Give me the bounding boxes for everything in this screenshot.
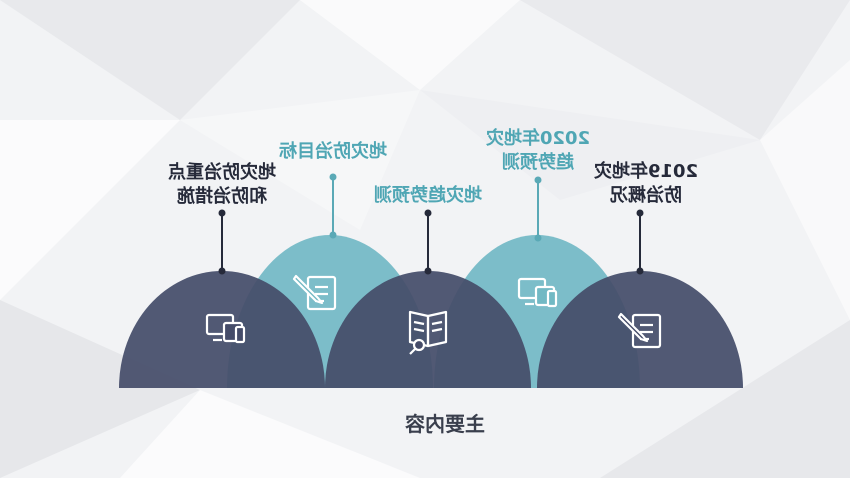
item-label-4-line1: 2020年地灾 — [485, 128, 591, 149]
semicircle-1 — [119, 271, 325, 388]
item-label-3-line1: 地灾趋势预测 — [374, 185, 482, 206]
connector-5 — [636, 209, 644, 275]
connector-4 — [534, 176, 542, 242]
item-label-1-line1: 地灾防治重点 — [168, 162, 276, 183]
item-label-4-line2: 趋势预测 — [502, 152, 574, 173]
item-label-3: 地灾趋势预测 — [362, 184, 494, 208]
item-label-5-line1: 2019年地灾 — [593, 161, 699, 182]
item-label-1: 地灾防治重点 和防治措施 — [154, 161, 290, 209]
semicircle-5 — [537, 271, 743, 388]
connector-1 — [218, 209, 226, 275]
edit-document-icon — [292, 274, 337, 311]
devices-icon — [517, 277, 558, 308]
connector-3 — [424, 209, 432, 275]
connector-2 — [329, 173, 337, 239]
section-title: 主要内容 — [405, 412, 485, 436]
item-label-5: 2019年地灾 防治概况 — [588, 160, 704, 208]
edit-document-icon — [617, 312, 662, 349]
devices-icon — [205, 313, 246, 344]
item-label-4: 2020年地灾 趋势预测 — [478, 127, 598, 175]
item-label-1-line2: 和防治措施 — [177, 186, 267, 207]
book-search-icon — [408, 310, 448, 355]
item-label-2-line1: 地灾防治目标 — [279, 141, 387, 162]
item-label-2: 地灾防治目标 — [266, 140, 400, 164]
item-label-5-line2: 防治概况 — [610, 185, 682, 206]
